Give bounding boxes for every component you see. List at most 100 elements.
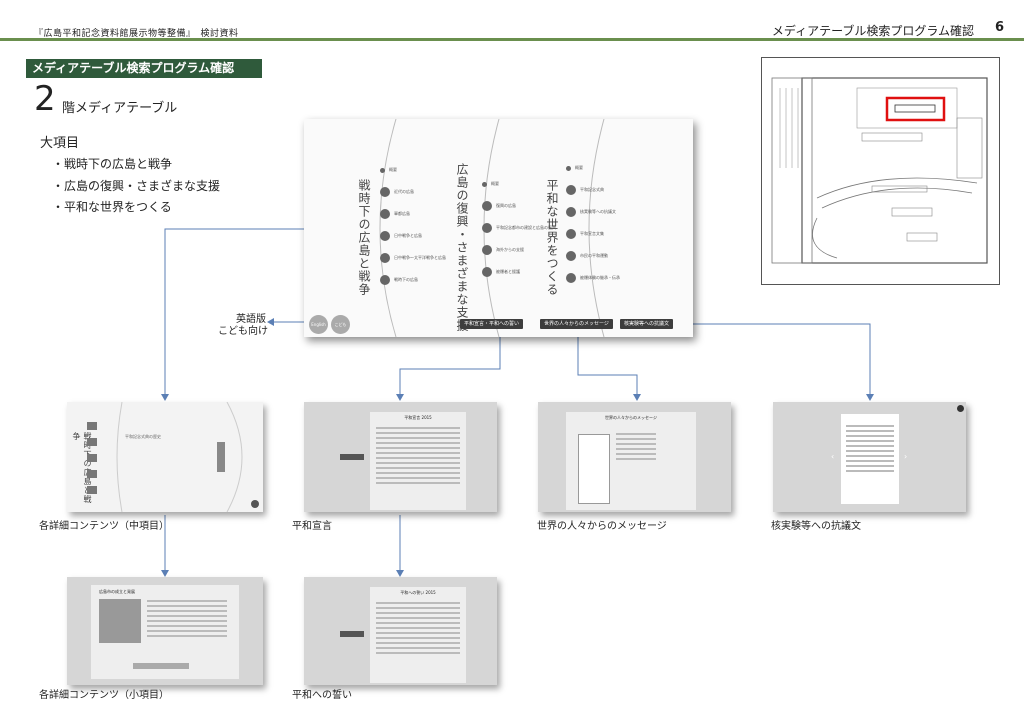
menu-item-label: 軍都広島 — [394, 211, 410, 216]
header-rule — [0, 38, 1024, 41]
photo-icon — [566, 185, 576, 195]
pledge-title: 平和への誓い 2015 — [400, 590, 436, 595]
menu-item[interactable]: 平和記念都市の建設と広島の復興 — [482, 217, 556, 239]
image-strip[interactable] — [133, 663, 189, 669]
menu-item[interactable]: 軍都広島 — [380, 203, 446, 225]
detail-text — [147, 597, 227, 640]
floor-number: 2 — [34, 79, 56, 119]
photo-icon — [87, 470, 97, 478]
document-text — [376, 424, 460, 487]
category-heading: 大項目 — [40, 136, 80, 151]
world-messages-button[interactable]: 世界の人々からのメッセージ — [540, 319, 613, 329]
photo-icon — [566, 251, 576, 261]
photo-icon — [482, 201, 492, 211]
thumb-world-messages: 世界の人々からのメッセージ — [538, 402, 731, 512]
menu-item-label: 海外からの支援 — [496, 247, 524, 252]
menu-item-label: 被爆体験の継承・伝承 — [580, 275, 620, 280]
message-text — [616, 430, 656, 463]
side-note-kids: こども向け — [218, 326, 268, 337]
menu-item-label: 概要 — [389, 167, 397, 172]
menu-item-label: 復興の広島 — [496, 203, 516, 208]
close-icon[interactable] — [251, 500, 259, 508]
menu-item[interactable]: 核実験等への抗議文 — [566, 201, 620, 223]
thumb-vertical-title: 戦時下の広島と戦争 — [72, 432, 92, 504]
pledge-panel: 平和への誓い 2015 — [370, 587, 466, 683]
bullet-icon — [482, 181, 487, 187]
menu-item[interactable]: 戦時下の広島 — [380, 269, 446, 291]
menu-item-label: 日中戦争と広島 — [394, 233, 422, 238]
highlight-frame — [885, 96, 946, 122]
menu-item-label: 被爆者と援護 — [496, 269, 520, 274]
menu-item[interactable]: 海外からの支援 — [482, 239, 556, 261]
menu-item-label: 概要 — [575, 165, 583, 170]
menu-item[interactable]: 近代の広島 — [380, 181, 446, 203]
thumb-caption: 各詳細コンテンツ（中項目） — [39, 521, 169, 532]
thumb-caption: 各詳細コンテンツ（小項目） — [39, 690, 169, 701]
menu-item-label: 平和宣言文集 — [580, 231, 604, 236]
thumb-peace-pledge: 平和への誓い 2015 — [304, 577, 497, 685]
menu-item[interactable]: 平和記念式典 — [566, 179, 620, 201]
english-button[interactable]: English — [309, 315, 328, 334]
bullet-icon — [380, 167, 385, 173]
menu-item[interactable]: 復興の広島 — [482, 195, 556, 217]
nuclear-protest-button[interactable]: 核実験等への抗議文 — [620, 319, 674, 329]
photo-icon — [380, 187, 390, 197]
document-header-left: 『広島平和記念資料館展示物等整備』 検討資料 — [34, 29, 239, 39]
floor-map — [761, 57, 1000, 285]
protest-document — [841, 414, 899, 504]
thumb-peace-declaration: 平和宣言 2015 — [304, 402, 497, 512]
side-note-english: 英語版 — [236, 314, 266, 325]
section-title: メディアテーブル検索プログラム確認 — [26, 59, 262, 78]
menu-item[interactable]: 平和宣言文集 — [566, 223, 620, 245]
menu-column-peace: 概要 平和記念式典 核実験等への抗議文 平和宣言文集 市民の平和運動 被爆体験の… — [566, 157, 620, 289]
thumb-detail-middle: 戦時下の広島と戦争 平和記念式典の歴史 — [67, 402, 263, 512]
photo-icon — [87, 438, 97, 446]
photo-icon — [87, 454, 97, 462]
category-item: ・平和な世界をつくる — [52, 200, 172, 214]
message-image — [578, 434, 610, 504]
menu-item-label: 戦時下の広島 — [394, 277, 418, 282]
kids-button[interactable]: こども — [331, 315, 350, 334]
message-panel: 世界の人々からのメッセージ — [566, 412, 696, 510]
photo-icon — [566, 229, 576, 239]
photo-strip — [217, 442, 225, 472]
menu-item[interactable]: 市民の平和運動 — [566, 245, 620, 267]
photo-icon — [380, 253, 390, 263]
thumb-caption: 平和への誓い — [292, 690, 352, 701]
menu-item-label: 概要 — [491, 181, 499, 186]
floor-label: 階メディアテーブル — [62, 101, 178, 116]
protest-text — [846, 422, 894, 475]
document-panel: 平和宣言 2015 — [370, 412, 466, 510]
close-icon[interactable] — [957, 405, 964, 412]
year-selector[interactable] — [340, 631, 364, 637]
photo-icon — [380, 275, 390, 285]
pledge-text — [376, 599, 460, 657]
menu-item[interactable]: 日中戦争と広島 — [380, 225, 446, 247]
year-selector[interactable] — [340, 454, 364, 460]
menu-item[interactable]: 日中戦争～太平洋戦争と広島 — [380, 247, 446, 269]
menu-item-label: 平和記念都市の建設と広島の復興 — [496, 225, 556, 230]
document-header-right: メディアテーブル検索プログラム確認 — [771, 24, 974, 38]
chevron-right-icon[interactable]: › — [904, 452, 908, 461]
category-item: ・戦時下の広島と戦争 — [52, 157, 173, 171]
floor-plan-drawing — [771, 77, 988, 264]
main-media-table-screen: 戦時下の広島と戦争 広島の復興・さまざまな支援 平和な世界をつくる 概要 近代の… — [304, 119, 693, 337]
photo-icon — [482, 245, 492, 255]
photo-icon — [380, 209, 390, 219]
chevron-left-icon[interactable]: ‹ — [831, 452, 835, 461]
menu-item[interactable]: 概要 — [566, 157, 620, 179]
detail-title: 広島市の成立と発展 — [99, 589, 135, 594]
photo-icon — [380, 231, 390, 241]
menu-item[interactable]: 被爆体験の継承・伝承 — [566, 267, 620, 289]
menu-item-label: 平和記念式典 — [580, 187, 604, 192]
menu-item[interactable]: 概要 — [380, 159, 446, 181]
peace-declaration-button[interactable]: 平和宣言・平和への誓い — [460, 319, 524, 329]
page-number: 6 — [994, 20, 1004, 35]
column-title-war: 戦時下の広島と戦争 — [357, 179, 371, 296]
photo-icon — [87, 422, 97, 430]
document-title: 平和宣言 2015 — [404, 415, 432, 420]
message-title: 世界の人々からのメッセージ — [605, 415, 657, 420]
menu-item[interactable]: 被爆者と援護 — [482, 261, 556, 283]
menu-item[interactable]: 概要 — [482, 173, 556, 195]
thumb-nuclear-protest: ‹ › — [773, 402, 966, 512]
